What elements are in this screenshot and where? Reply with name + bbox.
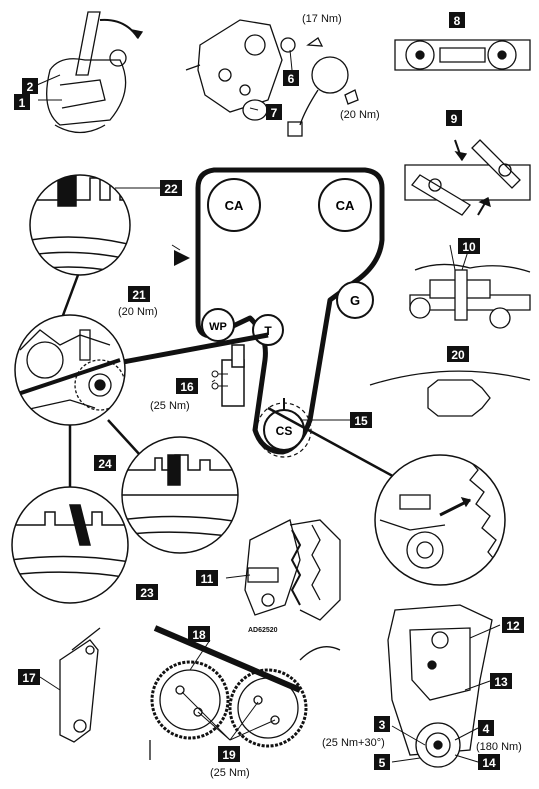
camshaft-alignment-detail bbox=[404, 139, 531, 216]
pulley-label: CA bbox=[336, 198, 355, 213]
pin-tool-detail bbox=[59, 627, 101, 743]
callout-number: 12 bbox=[506, 619, 520, 633]
callout-number: 8 bbox=[454, 14, 461, 28]
callout-1: 1 bbox=[14, 94, 30, 110]
pulley-label: CA bbox=[225, 198, 244, 213]
sprocket-tool-detail bbox=[244, 519, 341, 621]
callout-13: 13 bbox=[490, 673, 512, 689]
pulley-generator: G bbox=[336, 281, 374, 319]
callout-leader-lines bbox=[29, 49, 501, 763]
detail-circle-timing-mark-23 bbox=[11, 486, 129, 604]
callout-number: 19 bbox=[222, 748, 236, 762]
callout-9: 9 bbox=[446, 110, 462, 126]
torque-spec-25nm-19: (25 Nm) bbox=[210, 767, 250, 779]
callout-3: 3 bbox=[374, 716, 390, 732]
camshaft-lock-tool-detail bbox=[394, 39, 531, 71]
arrow-icon bbox=[130, 29, 144, 40]
callout-number: 14 bbox=[482, 756, 496, 770]
callout-11: 11 bbox=[196, 570, 218, 586]
detail-circle-timing-mark-top bbox=[29, 174, 131, 276]
torque-spec-20nm-21: (20 Nm) bbox=[118, 306, 158, 318]
callout-number: 10 bbox=[462, 240, 476, 254]
callout-20: 20 bbox=[447, 346, 469, 362]
callout-19: 19 bbox=[218, 746, 240, 762]
callout-16: 16 bbox=[176, 378, 198, 394]
rotation-direction-arrow-icon bbox=[174, 250, 190, 266]
torque-spec-25nm-16: (25 Nm) bbox=[150, 400, 190, 412]
callout-number: 11 bbox=[201, 572, 214, 586]
pulley-water-pump: WP bbox=[201, 308, 235, 342]
callout-12: 12 bbox=[502, 617, 524, 633]
figure-code: AD62520 bbox=[248, 627, 278, 634]
pulley-label: T bbox=[264, 324, 272, 338]
sprocket-bar-detail bbox=[149, 625, 341, 760]
callout-8: 8 bbox=[449, 12, 465, 28]
callout-number: 2 bbox=[27, 80, 34, 94]
crank-pulley-detail bbox=[387, 604, 493, 768]
torque-spec-20nm: (20 Nm) bbox=[340, 109, 380, 121]
callout-24: 24 bbox=[94, 455, 116, 471]
callout-21: 21 bbox=[128, 286, 150, 302]
callout-number: 15 bbox=[354, 414, 368, 428]
callout-22: 22 bbox=[160, 180, 182, 196]
pulley-camshaft-left: CA bbox=[207, 178, 261, 232]
callout-4: 4 bbox=[478, 720, 494, 736]
callout-23: 23 bbox=[136, 584, 158, 600]
flywheel-detail bbox=[369, 370, 531, 417]
callout-10: 10 bbox=[458, 238, 480, 254]
pulley-label: CS bbox=[276, 424, 293, 438]
detail-circle-crank-sprocket bbox=[14, 314, 126, 426]
callout-number: 23 bbox=[140, 586, 154, 600]
pulley-crankshaft: CS bbox=[256, 398, 312, 458]
camshaft-bar-detail bbox=[409, 263, 531, 329]
callout-number: 21 bbox=[132, 288, 146, 302]
pulley-label: WP bbox=[209, 321, 227, 333]
cover-sensor-detail bbox=[185, 19, 359, 137]
callout-number: 16 bbox=[180, 380, 194, 394]
callout-number: 6 bbox=[288, 72, 295, 86]
callout-number: 1 bbox=[19, 96, 26, 110]
callout-7: 7 bbox=[266, 104, 282, 120]
tool-locking-detail bbox=[46, 11, 144, 134]
callout-number: 24 bbox=[98, 457, 112, 471]
callout-15: 15 bbox=[350, 412, 372, 428]
callout-number: 22 bbox=[164, 182, 178, 196]
callout-number: 3 bbox=[379, 718, 386, 732]
callout-number: 7 bbox=[271, 106, 278, 120]
callout-number: 4 bbox=[483, 722, 490, 736]
leader-lines bbox=[60, 274, 401, 487]
callout-number: 18 bbox=[192, 628, 206, 642]
callout-17: 17 bbox=[18, 669, 40, 685]
pulley-tensioner: T bbox=[252, 314, 284, 346]
callout-number: 17 bbox=[22, 671, 36, 685]
callout-2: 2 bbox=[22, 78, 38, 94]
callout-number: 20 bbox=[451, 348, 465, 362]
callout-6: 6 bbox=[283, 70, 299, 86]
torque-spec-17nm: (17 Nm) bbox=[302, 13, 342, 25]
arrow-icon bbox=[454, 151, 468, 162]
pulley-label: G bbox=[350, 293, 360, 308]
callout-5: 5 bbox=[374, 754, 390, 770]
callout-number: 9 bbox=[451, 112, 458, 126]
torque-spec-crank-bolt: (25 Nm+30°) bbox=[322, 737, 385, 749]
callout-18: 18 bbox=[188, 626, 210, 642]
detail-circle-crank-timing bbox=[374, 454, 506, 586]
arrow-icon bbox=[478, 197, 491, 208]
detail-circle-timing-mark-24 bbox=[121, 436, 239, 554]
callout-number: 5 bbox=[379, 756, 386, 770]
pulley-camshaft-right: CA bbox=[318, 178, 372, 232]
torque-spec-180nm: (180 Nm) bbox=[476, 741, 522, 753]
callout-14: 14 bbox=[478, 754, 500, 770]
callout-number: 13 bbox=[494, 675, 508, 689]
